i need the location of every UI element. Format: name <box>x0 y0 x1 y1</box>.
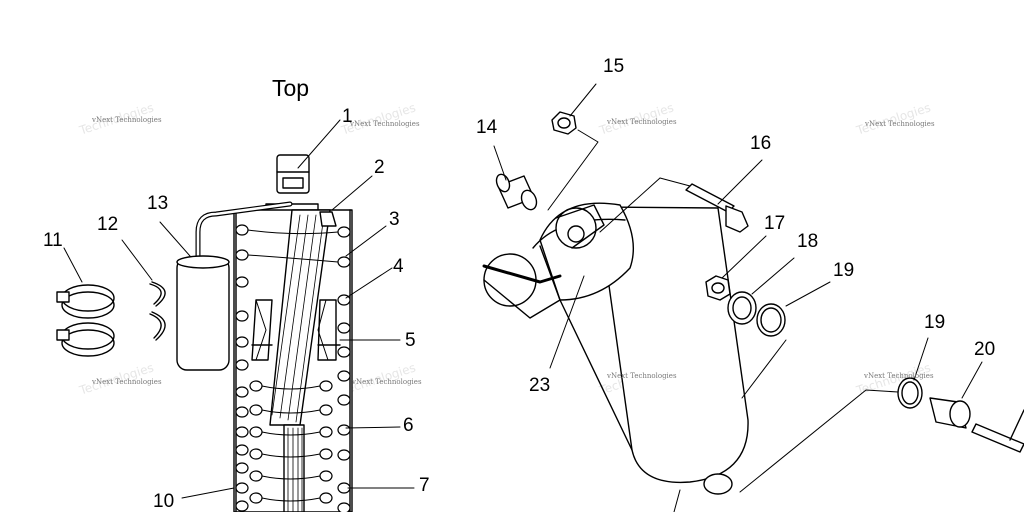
hose-clamps <box>56 284 115 357</box>
watermark: vNext Technologies <box>350 120 420 128</box>
callout-17: 17 <box>764 213 786 234</box>
callout-13: 13 <box>147 193 169 214</box>
spacer <box>495 173 538 211</box>
callout-18: 18 <box>797 231 819 252</box>
watermark: vNext Technologies <box>352 378 422 386</box>
callout-12: 12 <box>97 214 119 235</box>
callout-10: 10 <box>153 491 175 512</box>
callout-16: 16 <box>750 133 772 154</box>
callout-19-lower: 19 <box>924 312 946 333</box>
callout-2: 2 <box>374 157 385 178</box>
nut-17 <box>705 275 731 301</box>
callout-6: 6 <box>403 415 414 436</box>
watermark: vNext Technologies <box>865 120 935 128</box>
callout-19: 19 <box>833 260 855 281</box>
callout-7: 7 <box>419 475 430 496</box>
shock-cutaway <box>195 154 353 512</box>
retaining-clips <box>149 281 166 341</box>
callout-15: 15 <box>603 56 625 77</box>
callout-4: 4 <box>393 256 404 277</box>
watermark: vNext Technologies <box>607 118 677 126</box>
reservoir <box>176 255 230 371</box>
callout-23: 23 <box>529 375 551 396</box>
callout-14: 14 <box>476 117 498 138</box>
mounting-bolt-upper <box>685 183 749 233</box>
callout-20: 20 <box>974 339 996 360</box>
callout-3: 3 <box>389 209 400 230</box>
shock-assembly <box>482 202 749 495</box>
callout-1: 1 <box>342 106 353 127</box>
mounting-bolt-lower <box>971 423 1024 453</box>
diagram-heading: Top <box>272 75 310 101</box>
callout-5: 5 <box>405 330 416 351</box>
watermark: vNext Technologies <box>864 372 934 380</box>
callout-11: 11 <box>43 230 63 251</box>
top-nut <box>551 111 577 135</box>
watermark: vNext Technologies <box>92 378 162 386</box>
watermark: vNext Technologies <box>92 116 162 124</box>
watermark: vNext Technologies <box>607 372 677 380</box>
